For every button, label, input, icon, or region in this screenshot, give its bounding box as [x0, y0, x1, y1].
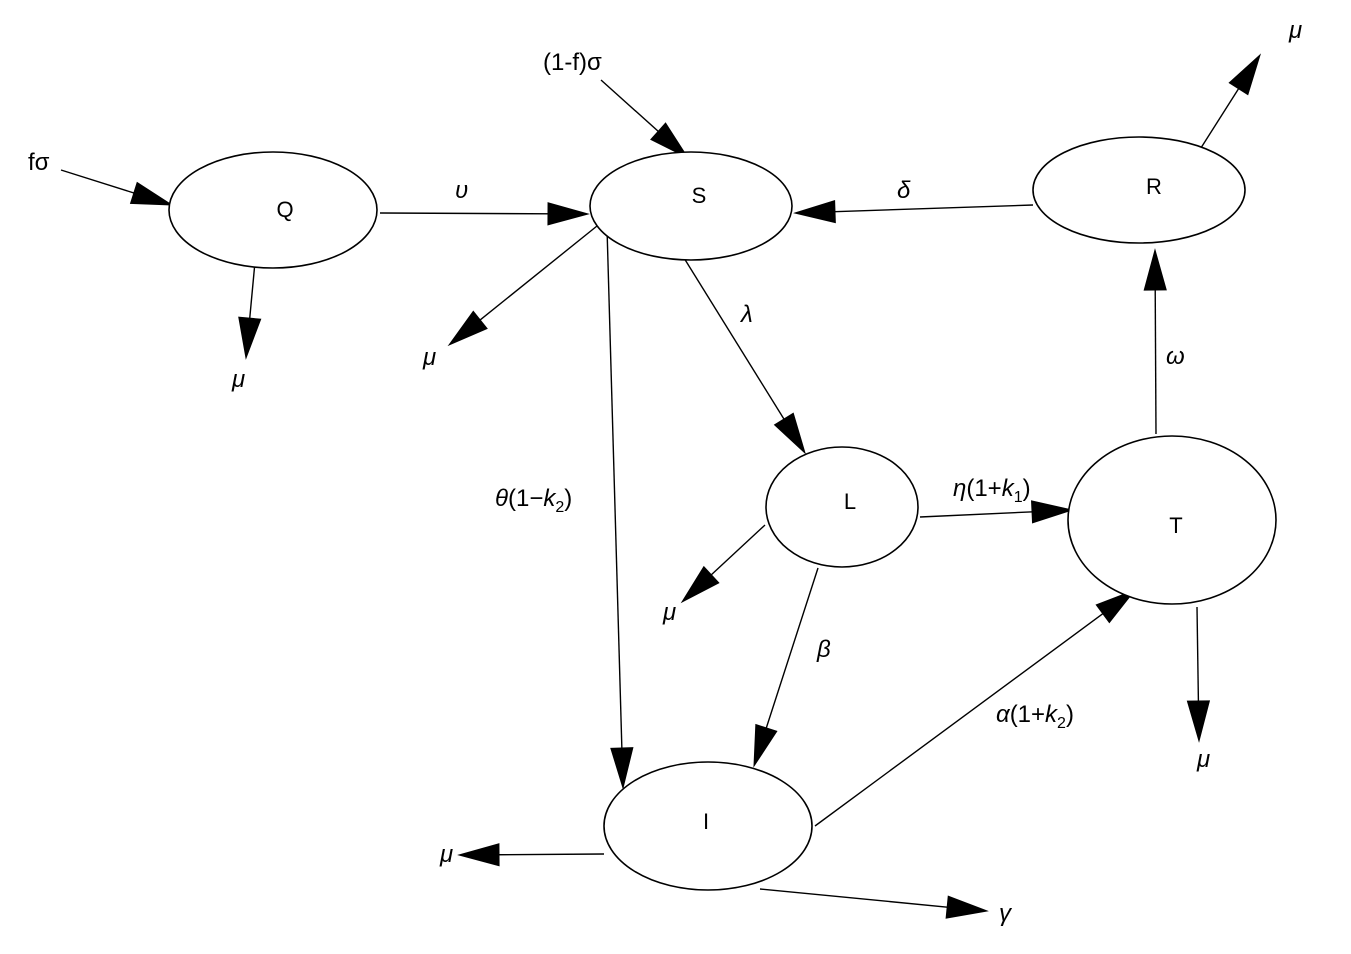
- arrow-t-to-r: [1143, 248, 1167, 435]
- rate-l-to-i: β: [816, 636, 831, 663]
- rate-i-out-gamma: γ: [999, 900, 1013, 927]
- arrow-r-mu-line: [1198, 85, 1242, 152]
- arrow-s-mu-line: [476, 225, 598, 323]
- arrow-s-mu-head: [447, 310, 488, 347]
- arrow-i-gamma-head: [945, 895, 989, 919]
- arrow-r-to-s-head: [793, 199, 836, 224]
- arrow-i-to-t-head: [1095, 588, 1137, 624]
- arrow-r-mu-head: [1228, 53, 1262, 96]
- arrow-l-to-i-line: [764, 567, 819, 732]
- arrow-l-mu: [680, 524, 766, 604]
- arrow-q-to-s-line: [379, 212, 553, 215]
- arrow-q-to-s-head: [547, 202, 590, 226]
- node-l-label: L: [844, 489, 856, 514]
- arrow-s-inflow-head: [650, 122, 690, 160]
- arrow-s-inflow-line: [600, 79, 662, 135]
- arrow-l-to-i-head: [753, 723, 778, 768]
- arrow-s-mu: [447, 225, 598, 347]
- node-r-label: R: [1146, 174, 1162, 199]
- arrow-s-inflow: [600, 79, 690, 160]
- node-q-label: Q: [276, 197, 293, 222]
- arrow-r-mu: [1198, 53, 1262, 152]
- arrow-q-inflow: [60, 169, 174, 206]
- rate-i-to-t: α(1+k2): [996, 701, 1074, 732]
- arrow-q-mu: [238, 261, 262, 360]
- arrow-i-mu-line: [494, 853, 605, 856]
- arrow-q-to-s: [379, 202, 590, 226]
- edges: [60, 53, 1262, 919]
- arrow-q-mu-head: [238, 316, 262, 360]
- arrow-l-mu-line: [707, 524, 766, 579]
- i-mu-label: μ: [439, 841, 453, 868]
- arrow-i-to-t-line: [814, 610, 1107, 827]
- arrow-t-mu: [1186, 606, 1211, 743]
- arrow-t-mu-line: [1196, 606, 1200, 706]
- arrow-i-gamma: [759, 888, 989, 919]
- arrow-s-to-l: [683, 257, 806, 455]
- arrow-i-to-t: [814, 588, 1137, 827]
- arrow-r-to-s: [793, 199, 1034, 224]
- arrow-t-to-r-head: [1143, 248, 1167, 291]
- arrow-q-inflow-line: [60, 169, 138, 195]
- arrow-s-to-i: [606, 227, 634, 790]
- node-i-label: I: [703, 809, 709, 834]
- arrow-t-to-r-line: [1154, 285, 1157, 435]
- arrow-l-to-i: [753, 567, 819, 768]
- l-mu-label: μ: [662, 599, 676, 626]
- q-inflow-label: fσ: [28, 149, 50, 176]
- arrow-s-to-l-line: [683, 257, 787, 423]
- arrow-s-to-i-line: [606, 227, 623, 753]
- s-mu-label: μ: [422, 344, 436, 371]
- node-t: T: [1067, 435, 1277, 605]
- arrow-l-to-t-head: [1031, 500, 1074, 524]
- r-mu-label: μ: [1288, 17, 1302, 44]
- rate-r-to-s: δ: [897, 177, 911, 204]
- q-mu-label: μ: [231, 366, 245, 393]
- arrow-i-mu-head: [457, 843, 500, 867]
- rate-s-to-i: θ(1−k2): [495, 485, 572, 516]
- t-mu-label: μ: [1196, 746, 1210, 773]
- rate-q-to-s: υ: [455, 177, 468, 204]
- rate-t-to-r: ω: [1166, 343, 1185, 370]
- arrow-s-to-l-head: [773, 412, 806, 455]
- arrow-q-inflow-head: [129, 181, 174, 206]
- node-i: I: [603, 761, 813, 891]
- node-r: R: [1032, 136, 1246, 244]
- node-t-label: T: [1169, 513, 1182, 538]
- arrow-l-mu-head: [680, 565, 720, 604]
- arrow-i-mu: [457, 843, 605, 867]
- s-inflow-label: (1-f)σ: [543, 49, 602, 76]
- node-s-label: S: [692, 183, 707, 208]
- arrow-r-to-s-line: [830, 204, 1034, 213]
- node-q: Q: [168, 151, 378, 269]
- arrow-s-to-i-head: [610, 747, 634, 790]
- rate-s-to-l: λ: [739, 301, 753, 328]
- arrow-l-to-t: [919, 500, 1074, 524]
- rate-l-to-t: η(1+k1): [953, 475, 1031, 506]
- arrow-t-mu-head: [1186, 700, 1211, 743]
- arrow-i-gamma-line: [759, 888, 952, 909]
- node-l: L: [765, 446, 919, 568]
- node-s: S: [589, 151, 793, 261]
- arrow-q-mu-line: [248, 261, 256, 323]
- arrow-l-to-t-line: [919, 510, 1037, 518]
